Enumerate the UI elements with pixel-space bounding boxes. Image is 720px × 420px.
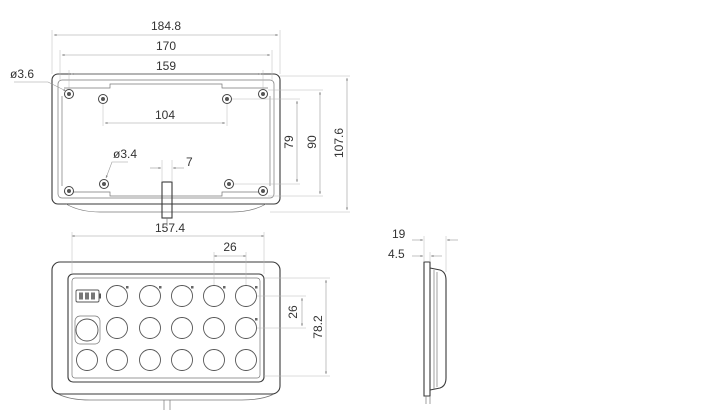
leader-outer-hole [14, 81, 67, 92]
lamp-marker [159, 286, 162, 289]
dim-mount-width: 170 [156, 39, 176, 53]
lamp-led [203, 317, 225, 339]
lamp-marker [223, 286, 226, 289]
mounting-hole-center [225, 97, 229, 101]
outer-mounting-holes [64, 89, 268, 196]
mounting-hole-center [227, 182, 231, 186]
lamp-marker [255, 286, 258, 289]
battery-cell [85, 292, 89, 300]
flange-bottom-steps [64, 191, 268, 197]
lamp-led [203, 285, 225, 307]
inner-mounting-holes [98, 94, 234, 189]
housing-outline [51, 73, 281, 205]
lamp-led [171, 317, 193, 339]
lamp-led [76, 349, 98, 371]
dim-overall-width: 184.8 [151, 19, 181, 33]
battery-cell [79, 292, 83, 300]
lamp-led [106, 349, 128, 371]
dim-outer-hole-diameter: ø3.6 [10, 67, 34, 81]
side-flange [423, 261, 431, 397]
dim-inner-hole-diameter: ø3.4 [113, 147, 137, 161]
dim-inner-hole-spacing: 104 [155, 108, 175, 122]
mounting-hole-center [101, 97, 105, 101]
battery-indicator [75, 289, 101, 303]
front-view: 157.4 26 26 78.2 [51, 221, 330, 410]
lamp-marker [255, 318, 258, 321]
leader-inner-hole [105, 161, 128, 179]
flange-top-steps [64, 83, 268, 89]
dim-lens-width: 157.4 [155, 221, 185, 235]
lamp-led [235, 349, 257, 371]
lamp-led [203, 349, 225, 371]
dim-depth: 19 [392, 227, 406, 241]
mounting-hole-center [67, 189, 71, 193]
battery-cell [91, 292, 95, 300]
side-body [429, 267, 447, 391]
sensor-housing [74, 315, 101, 345]
lamp-led [106, 317, 128, 339]
mounting-hole-center [261, 92, 265, 96]
dim-hole-vertical-spacing: 79 [282, 135, 296, 149]
lamp-led [139, 349, 161, 371]
housing-inner-outline [57, 79, 275, 199]
battery-terminal [99, 293, 101, 299]
dim-mount-height: 90 [305, 135, 319, 149]
lamp-led [106, 285, 128, 307]
lamp-led [139, 285, 161, 307]
dim-lamp-pitch-h: 26 [223, 240, 237, 254]
lamp-marker [126, 286, 129, 289]
cable-exit [161, 181, 173, 219]
sensor-lens [75, 318, 99, 342]
dim-lens-height: 78.2 [311, 315, 325, 339]
lamp-led [235, 317, 257, 339]
lamp-grid [76, 285, 257, 371]
mounting-hole-center [102, 182, 106, 186]
dim-overall-height: 107.6 [332, 128, 346, 158]
lamp-led [235, 285, 257, 307]
dim-inner-width: 159 [156, 59, 176, 73]
lamp-led [171, 285, 193, 307]
housing-lower-lip [65, 203, 267, 213]
dim-flange-thickness: 4.5 [388, 247, 405, 261]
lamp-led [139, 317, 161, 339]
mounting-hole-center [67, 92, 71, 96]
top-view: 184.8 170 159 ø3.6 104 ø3.4 7 79 90 107.… [10, 19, 350, 226]
front-bottom-lip [57, 393, 275, 401]
lamp-marker [191, 286, 194, 289]
side-view: 19 4.5 [388, 227, 458, 404]
dim-cable-offset: 7 [186, 155, 193, 169]
lamp-led [171, 349, 193, 371]
mounting-hole-center [261, 189, 265, 193]
dim-lamp-pitch-v: 26 [286, 305, 300, 319]
